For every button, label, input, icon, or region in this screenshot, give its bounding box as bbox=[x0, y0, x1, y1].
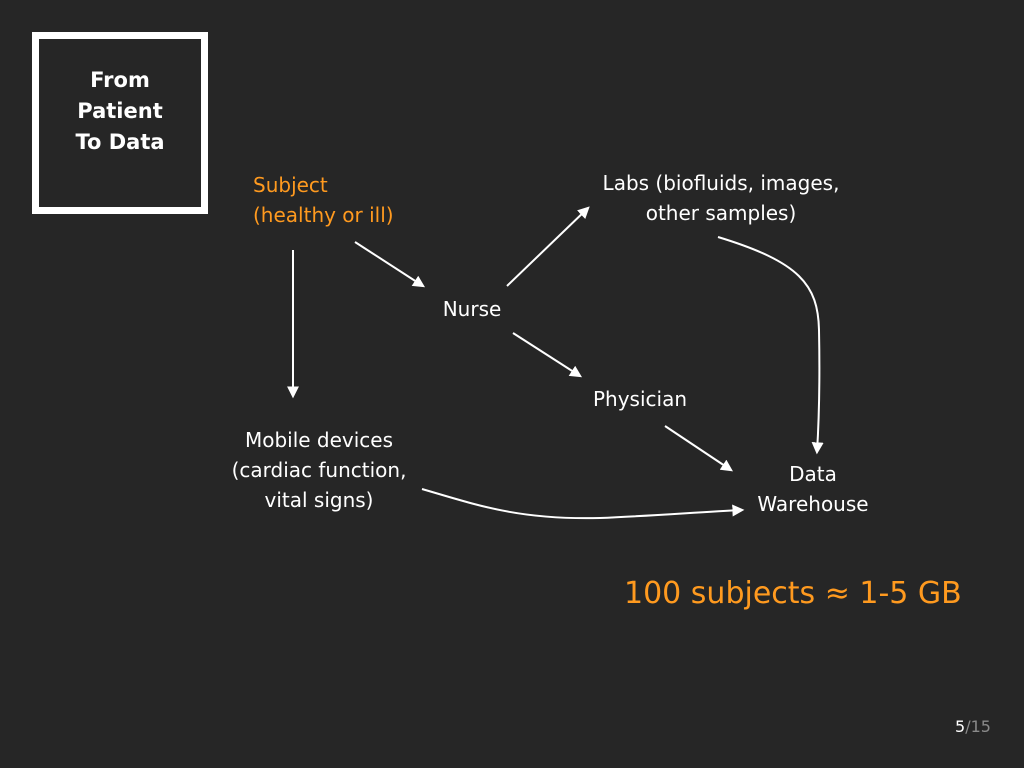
node-warehouse-line: Warehouse bbox=[757, 492, 869, 516]
node-labs: Labs (biofluids, images, other samples) bbox=[590, 168, 852, 228]
page-current: 5 bbox=[955, 717, 966, 736]
node-subject: Subject (healthy or ill) bbox=[253, 170, 394, 230]
slide-title: From Patient To Data bbox=[75, 65, 164, 158]
slide-title-line: To Data bbox=[75, 129, 165, 154]
slide-title-line: Patient bbox=[77, 98, 163, 123]
node-physician-label: Physician bbox=[592, 387, 688, 411]
node-labs-line: other samples) bbox=[645, 201, 797, 225]
node-subject-line: Subject bbox=[253, 173, 328, 197]
node-mobile-devices: Mobile devices (cardiac function, vital … bbox=[219, 425, 419, 515]
node-mobile-line: (cardiac function, bbox=[231, 458, 407, 482]
node-physician: Physician bbox=[583, 384, 697, 414]
page-total: 15 bbox=[970, 717, 991, 736]
arrow-nurse-to-labs bbox=[506, 206, 590, 287]
node-mobile-line: Mobile devices bbox=[244, 428, 394, 452]
node-subject-line: (healthy or ill) bbox=[253, 203, 394, 227]
data-volume-note: 100 subjects ≈ 1-5 GB bbox=[624, 576, 962, 611]
page-indicator: 5/15 bbox=[955, 716, 991, 738]
arrow-nurse-to-physician bbox=[512, 332, 583, 378]
arrow-labs-to-warehouse bbox=[717, 236, 824, 455]
arrow-mobile-to-warehouse bbox=[421, 488, 745, 520]
arrow-physician-to-warehouse bbox=[664, 425, 733, 472]
node-data-warehouse: Data Warehouse bbox=[748, 459, 878, 519]
slide-title-line: From bbox=[90, 67, 150, 92]
arrow-subject-to-nurse bbox=[354, 241, 426, 288]
node-nurse: Nurse bbox=[431, 294, 513, 324]
slide-title-box: From Patient To Data bbox=[32, 32, 208, 214]
node-labs-line: Labs (biofluids, images, bbox=[602, 171, 840, 195]
node-warehouse-line: Data bbox=[789, 462, 837, 486]
node-nurse-label: Nurse bbox=[442, 297, 502, 321]
node-mobile-line: vital signs) bbox=[264, 488, 374, 512]
page-separator: / bbox=[965, 717, 971, 736]
